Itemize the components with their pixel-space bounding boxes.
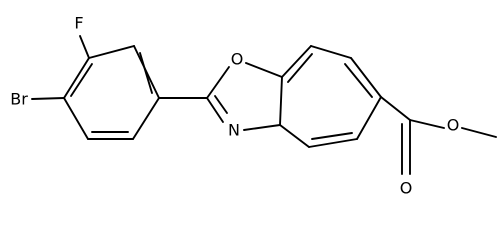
bond — [409, 119, 445, 129]
bond — [79, 35, 90, 59]
bond — [88, 45, 135, 59]
bond — [70, 63, 93, 97]
bond — [356, 96, 382, 140]
bond — [243, 124, 281, 131]
bond — [132, 97, 160, 140]
bond — [214, 95, 228, 114]
ring-oxygen-label: O — [231, 50, 244, 69]
bromofluorophenyl-ring — [31, 35, 160, 140]
bond — [206, 97, 224, 123]
bond — [287, 53, 313, 83]
bond — [63, 57, 90, 99]
bond — [206, 66, 230, 99]
bond — [139, 52, 153, 94]
ester-oxygen-label: O — [447, 116, 460, 135]
bond — [344, 63, 373, 98]
bond — [311, 132, 353, 140]
bond — [461, 127, 497, 138]
oxazole-ring — [206, 62, 283, 131]
benzo-ring — [279, 45, 382, 148]
bond — [350, 57, 382, 98]
structure-diagram: F Br O N O O — [10, 14, 497, 198]
carbonyl-oxygen-label: O — [400, 179, 413, 198]
bond — [31, 97, 65, 100]
bond — [63, 97, 89, 140]
methyl-ester-group — [380, 96, 497, 175]
bond — [308, 138, 358, 148]
bond — [281, 45, 312, 78]
ring-nitrogen-label: N — [228, 121, 240, 140]
bond — [279, 124, 310, 148]
bond — [380, 96, 411, 121]
bond — [279, 76, 283, 126]
fluorine-label: F — [74, 14, 83, 33]
bond — [245, 62, 283, 78]
bond — [310, 45, 352, 59]
bromine-label: Br — [10, 90, 28, 109]
